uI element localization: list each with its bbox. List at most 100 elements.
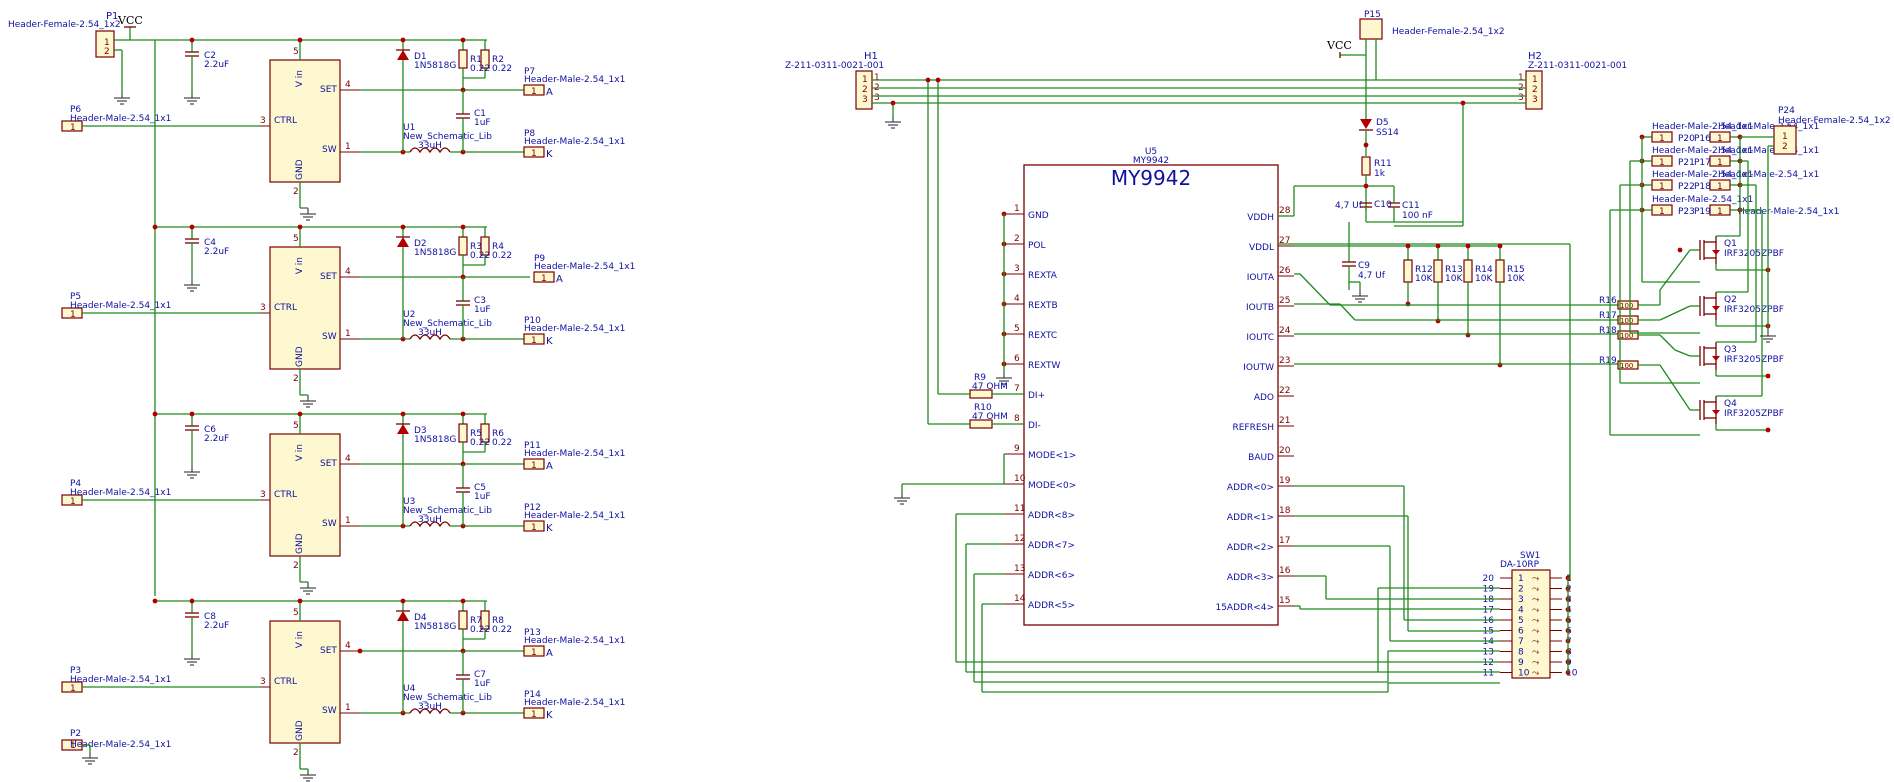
ground-symbol	[183, 91, 201, 105]
cathode-header-P12	[523, 520, 545, 532]
pin-num: 3	[260, 303, 266, 313]
pin-sw-label: SW	[322, 332, 337, 342]
anode-header-P13	[523, 645, 545, 657]
sw1-pin-num: 12	[1483, 658, 1494, 668]
junction-dot	[400, 224, 406, 230]
gate-resistor-value: 100	[1620, 302, 1633, 310]
driver-ref: U2	[403, 310, 415, 320]
u5-pin-num: 15	[1279, 596, 1290, 606]
svg-text:1: 1	[1782, 132, 1788, 142]
pin-gnd-label: GND	[295, 159, 305, 180]
sense-resistor-ref: R6	[492, 429, 504, 439]
pin-num: 1	[531, 87, 537, 97]
pin-num: 5	[293, 234, 299, 244]
cathode-header-ref: P8	[524, 129, 535, 139]
cap-in-ref: C8	[204, 612, 216, 622]
inductor-L4	[409, 708, 451, 715]
sense-resistor-ref: R7	[470, 616, 482, 626]
pin-ctrl-label: CTRL	[274, 677, 297, 687]
u5-pin-DI+: DI+	[1028, 391, 1045, 401]
diode-ref: D4	[414, 613, 427, 623]
svg-text:2: 2	[1532, 85, 1538, 95]
u5-pin-ADO: ADO	[1254, 393, 1274, 403]
sense-resistor-ref: R1	[470, 55, 482, 65]
iout-resistor-R15	[1495, 259, 1505, 283]
diode-value: 1N5818G	[414, 435, 456, 445]
p24-ref: P24	[1778, 106, 1795, 116]
u5-pin-num: 26	[1279, 266, 1291, 276]
cap-out-value: 1uF	[474, 492, 491, 502]
p24-header	[1773, 125, 1797, 155]
pin-num: 5	[293, 608, 299, 618]
pin-sw-label: SW	[322, 519, 337, 529]
svg-text:1: 1	[874, 73, 880, 83]
u5-chip-body	[1023, 164, 1279, 626]
junction-dot	[1765, 427, 1771, 433]
ctrl-header-ref: P5	[70, 292, 81, 302]
p15-value: Header-Female-2.54_1x2	[1392, 27, 1505, 37]
junction-dot	[400, 37, 406, 43]
driver-ref: U3	[403, 497, 415, 507]
pin-num: 1	[1717, 182, 1723, 192]
driver-ref: U4	[403, 684, 416, 694]
u5-value: MY9942	[1133, 156, 1169, 166]
pin-num: 1	[541, 274, 547, 284]
p2-header: 1 P2 Header-Male-2.54_1x1 Header-Male-2.…	[61, 729, 171, 765]
driver-ref: U1	[403, 123, 415, 133]
u5-pin-num: 27	[1279, 236, 1290, 246]
cap-in-value: 2.2uF	[204, 434, 229, 444]
out-header-ref: P21	[1678, 158, 1695, 168]
sense-resistor-R3	[458, 236, 468, 256]
u5-pin-ADDR<6>: ADDR<6>	[1028, 571, 1075, 581]
driver-chip-U4	[269, 620, 341, 744]
iout-resistor-value: 10K	[1475, 274, 1493, 284]
pin-num: 2	[293, 374, 299, 384]
iout-resistor-value: 10K	[1415, 274, 1433, 284]
anode-header-value: Header-Male-2.54_1x1	[524, 75, 625, 85]
driver-chip-U2	[269, 246, 341, 370]
mosfet-ref: Q2	[1724, 295, 1737, 305]
ctrl-header-ref: P3	[70, 666, 81, 676]
anode-label: A	[546, 648, 553, 659]
cathode-header-value: Header-Male-2.54_1x1	[524, 137, 625, 147]
h1-value: Z-211-0311-0021-001	[785, 61, 884, 71]
mosfet-value: IRF3205ZPBF	[1724, 249, 1784, 259]
vcc-label: VCC	[117, 14, 143, 27]
junction-dot	[297, 598, 303, 604]
u5-pin-IOUTA: IOUTA	[1247, 273, 1275, 283]
cap-out-ref: C1	[474, 109, 486, 119]
junction-dot	[297, 411, 303, 417]
gate-resistor-value: 100	[1620, 317, 1633, 325]
out-header-ref: P23	[1678, 207, 1695, 217]
inductor-value: 33uH	[418, 141, 442, 151]
sw1-dip-switch[interactable]	[1511, 569, 1551, 679]
junction-dot	[1405, 243, 1411, 249]
junction-dot	[297, 37, 303, 43]
pin-ctrl-label: CTRL	[274, 116, 297, 126]
cap-in-value: 2.2uF	[204, 621, 229, 631]
u5-pin-ADDR<5>: ADDR<5>	[1028, 601, 1075, 611]
ground-symbol	[183, 652, 201, 666]
sense-resistor-ref: R3	[470, 242, 482, 252]
junction-dot	[1465, 243, 1471, 249]
pin-num: 1	[1659, 158, 1665, 168]
driver-lib: New_Schematic_Lib	[403, 506, 492, 516]
gate-resistor-value: 100	[1620, 362, 1633, 370]
diode-ref: D3	[414, 426, 427, 436]
sw1-switch-num: 9	[1518, 658, 1524, 668]
diode-D1	[397, 50, 409, 60]
sw1-switch-num: 4	[1518, 606, 1524, 616]
pin-num: 1	[345, 703, 351, 713]
u5-pin-POL: POL	[1028, 241, 1046, 251]
h1-connector	[855, 70, 873, 110]
ctrl-header-value: Header-Male-2.54_1x1	[70, 114, 171, 124]
u5-pin-num: 9	[1014, 444, 1020, 454]
u5-pin-IOUTC: IOUTC	[1246, 333, 1274, 343]
sw1-switch-glyph: ⤳	[1532, 648, 1539, 658]
u5-pin-num: 6	[1014, 354, 1020, 364]
junction-dot	[189, 224, 195, 230]
junction-dot	[1435, 318, 1441, 324]
u5-pin-num: 14	[1014, 594, 1026, 604]
pin-num: 1	[1717, 158, 1723, 168]
